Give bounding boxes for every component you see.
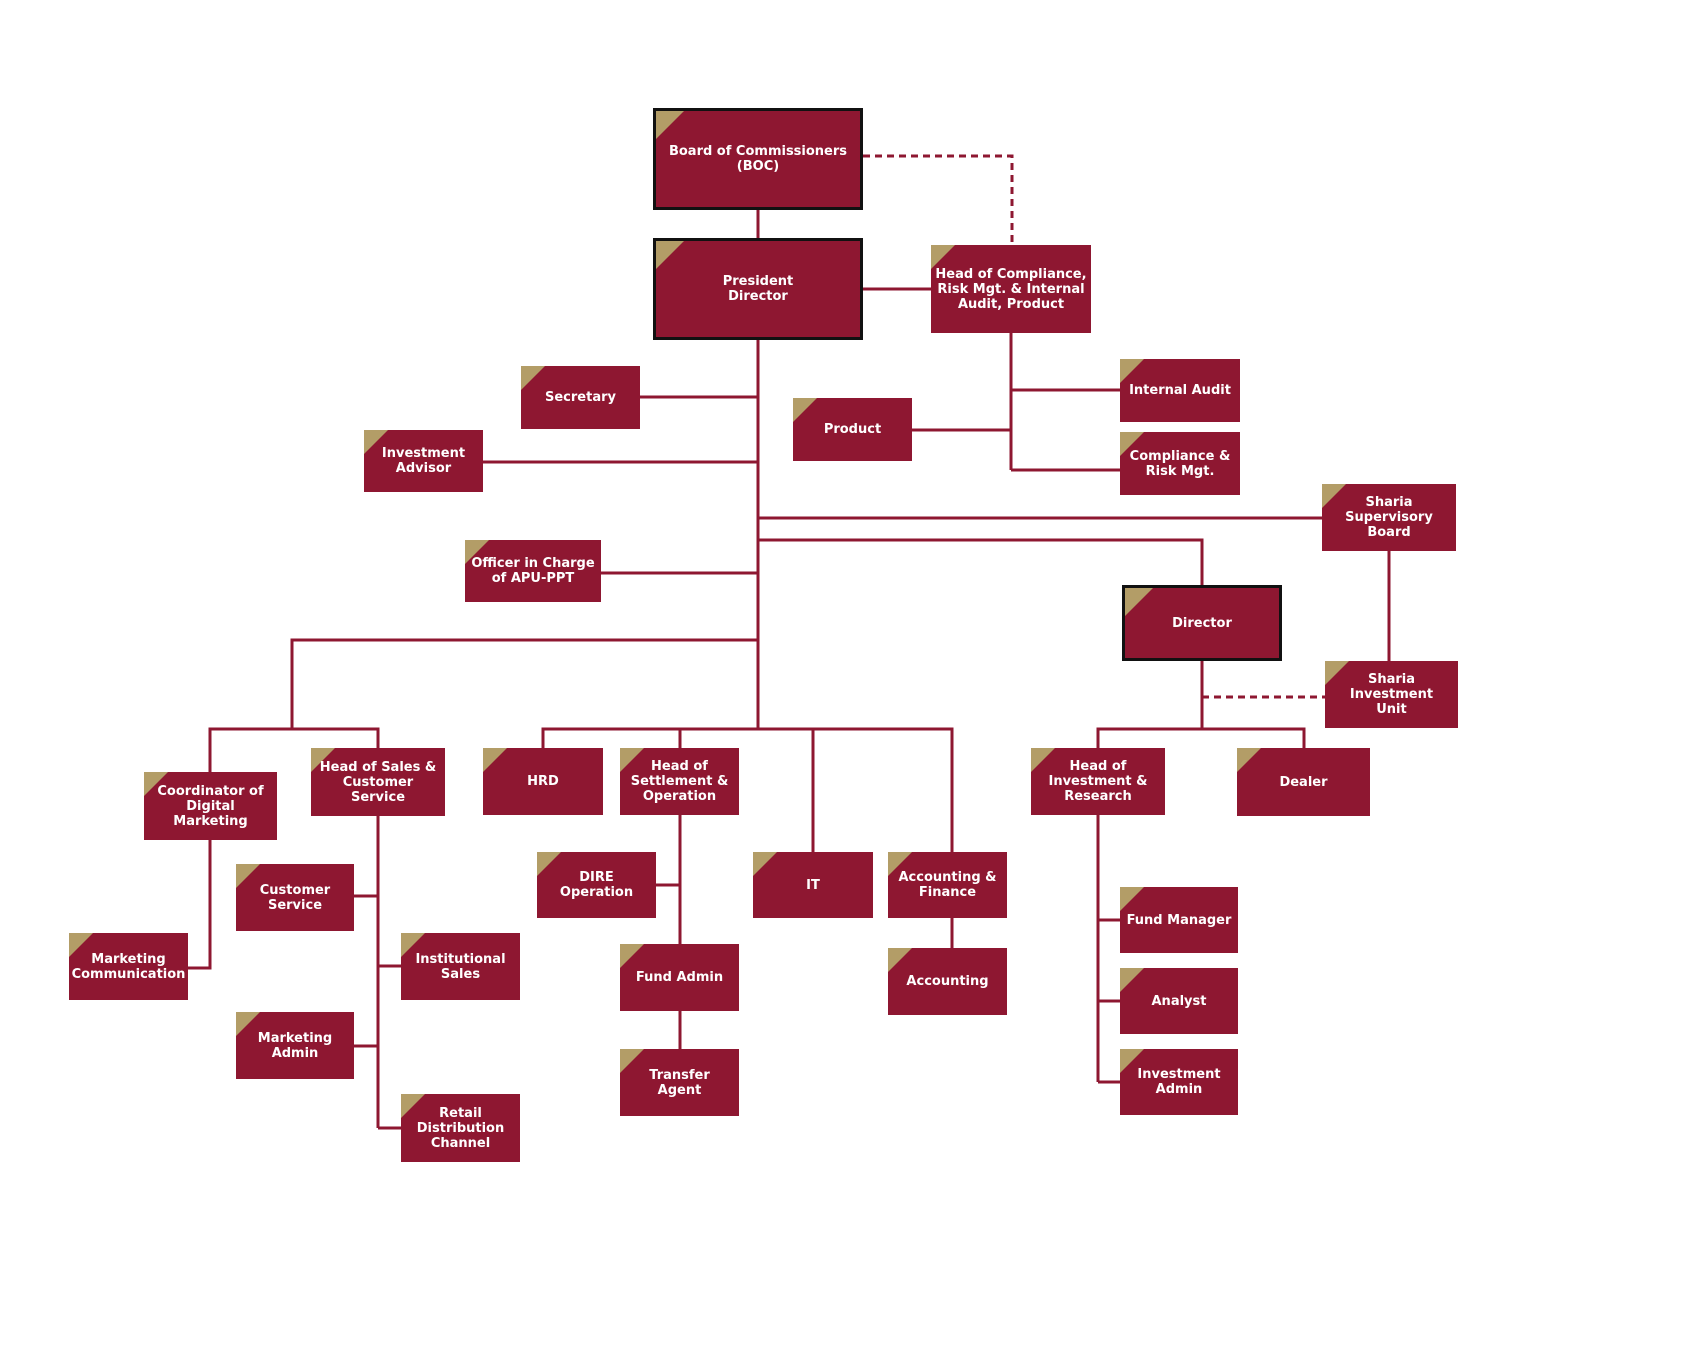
corner-mark [1120,432,1144,456]
node-accounting-finance: Accounting & Finance [888,852,1007,918]
corner-mark [753,852,777,876]
node-marketing-admin: Marketing Admin [236,1012,354,1079]
corner-mark [1120,968,1144,992]
corner-mark [537,852,561,876]
line-coord-marketing-comm [188,840,212,970]
corner-mark [1120,887,1144,911]
corner-mark [364,430,388,454]
corner-mark [144,772,168,796]
node-coordinator-digital-marketing: Coordinator of Digital Marketing [144,772,277,840]
node-product: Product [793,398,912,461]
line-bottom-bus [541,727,954,852]
node-sharia-investment-unit: Sharia Investment Unit [1325,661,1458,728]
node-investment-admin: Investment Admin [1120,1049,1238,1115]
node-fund-admin: Fund Admin [620,944,739,1011]
line-director [758,538,1204,585]
node-president-director: President Director [653,238,863,340]
corner-mark [620,748,644,772]
corner-mark [793,398,817,422]
node-officer-apu-ppt: Officer in Charge of APU-PPT [465,540,601,602]
node-director: Director [1122,585,1282,661]
corner-mark [1031,748,1055,772]
node-compliance-risk: Compliance & Risk Mgt. [1120,432,1240,495]
node-head-of-settlement: Head of Settlement & Operation [620,748,739,815]
node-analyst: Analyst [1120,968,1238,1034]
node-hrd: HRD [483,748,603,815]
corner-mark [465,540,489,564]
corner-mark [620,944,644,968]
corner-mark [888,852,912,876]
dashed-boc-compliance [863,154,1014,245]
line-director-children [1096,661,1204,748]
corner-mark [401,933,425,957]
node-dealer: Dealer [1237,748,1370,816]
corner-mark [401,1094,425,1118]
node-institutional-sales: Institutional Sales [401,933,520,1000]
node-head-of-compliance: Head of Compliance, Risk Mgt. & Internal… [931,245,1091,333]
corner-mark [521,366,545,390]
corner-mark [1237,748,1261,772]
corner-mark [931,245,955,269]
node-internal-audit: Internal Audit [1120,359,1240,422]
connector-lines [188,154,1391,1130]
node-investment-advisor: Investment Advisor [364,430,483,492]
corner-mark [69,933,93,957]
node-sharia-supervisory-board: Sharia Supervisory Board [1322,484,1456,551]
corner-mark [1120,359,1144,383]
corner-mark [656,111,684,139]
node-transfer-agent: Transfer Agent [620,1049,739,1116]
corner-mark [656,241,684,269]
corner-mark [483,748,507,772]
corner-mark [888,948,912,972]
line-dealer [1202,727,1306,748]
node-dire-operation: DIRE Operation [537,852,656,918]
corner-mark [1325,661,1349,685]
node-fund-manager: Fund Manager [1120,887,1238,953]
node-head-of-sales: Head of Sales & Customer Service [311,748,445,816]
corner-mark [311,748,335,772]
org-chart: Board of Commissioners (BOC) President D… [69,108,1458,1162]
corner-mark [236,864,260,888]
node-board-of-commissioners: Board of Commissioners (BOC) [653,108,863,210]
node-head-of-investment: Head of Investment & Research [1031,748,1165,815]
line-sales-group [290,638,758,729]
node-marketing-communication: Marketing Communication [69,933,188,1000]
line-sales-split [208,727,380,772]
corner-mark [1322,484,1346,508]
node-secretary: Secretary [521,366,640,429]
corner-mark [1125,588,1153,616]
node-retail-distribution: Retail Distribution Channel [401,1094,520,1162]
corner-mark [1120,1049,1144,1073]
node-accounting: Accounting [888,948,1007,1015]
corner-mark [620,1049,644,1073]
corner-mark [236,1012,260,1036]
node-customer-service: Customer Service [236,864,354,931]
node-it: IT [753,852,873,918]
